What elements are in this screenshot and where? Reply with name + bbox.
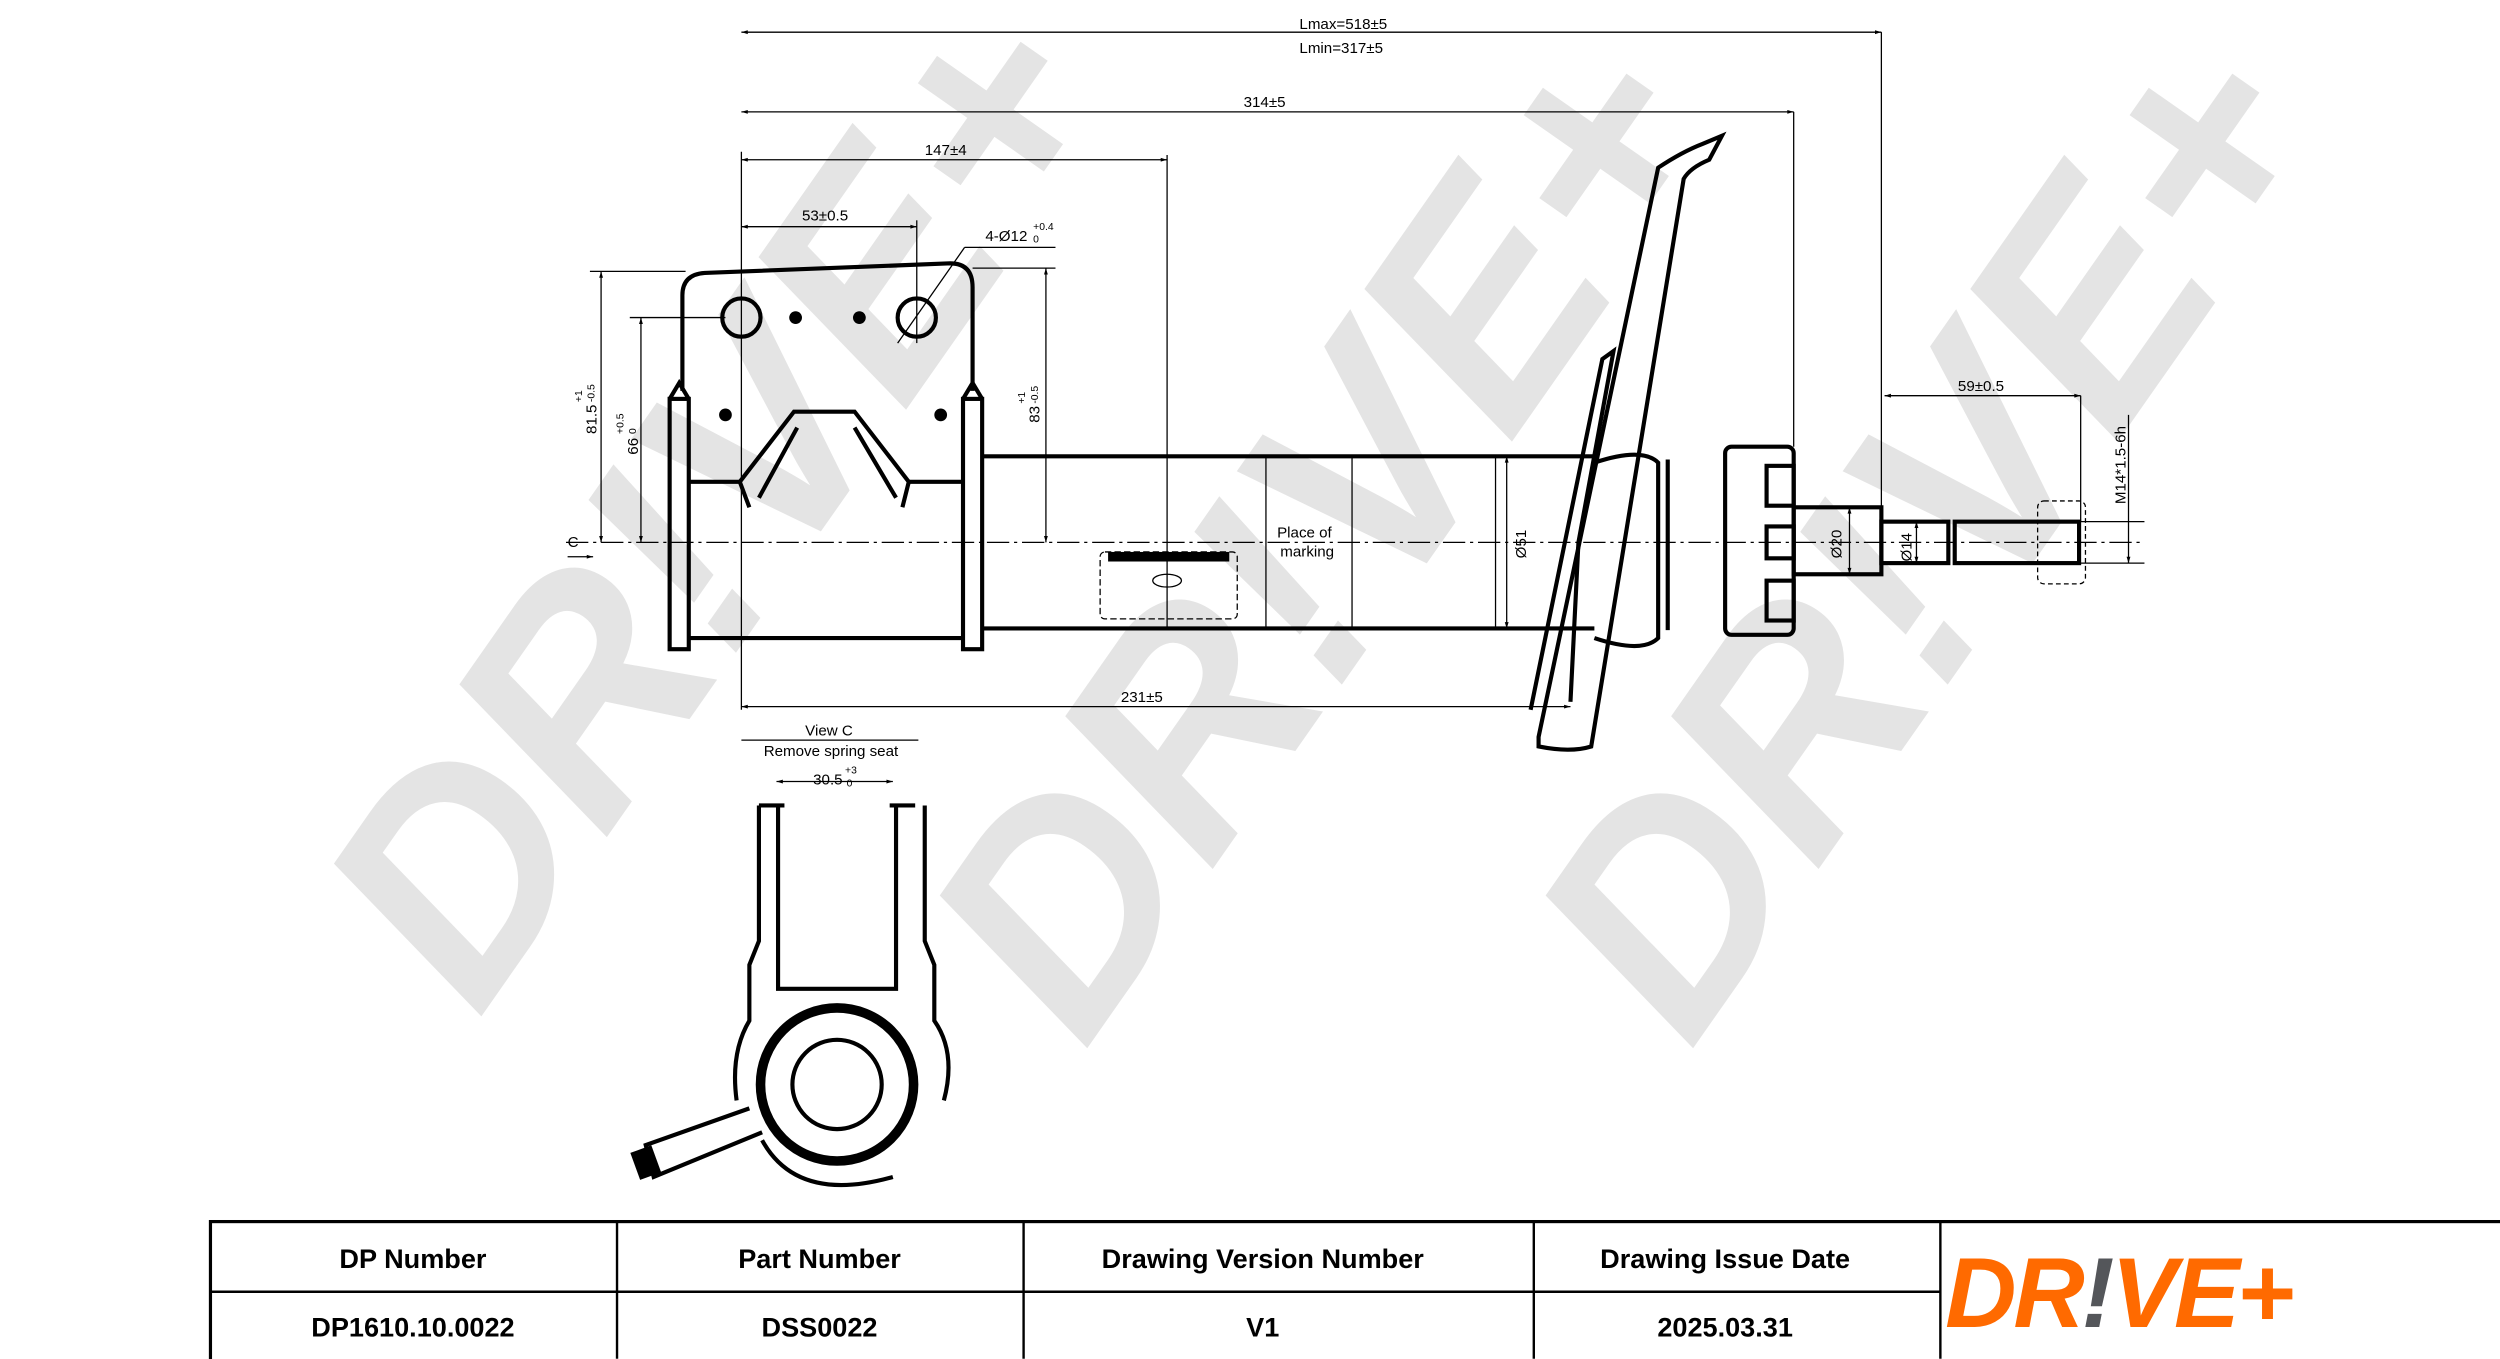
svg-text:View C: View C bbox=[805, 722, 853, 739]
svg-text:M14*1.5-6h: M14*1.5-6h bbox=[2112, 426, 2129, 504]
svg-text:Ø20: Ø20 bbox=[1829, 530, 1846, 559]
svg-text:Remove spring seat: Remove spring seat bbox=[764, 743, 899, 760]
svg-text:-0.5: -0.5 bbox=[587, 384, 598, 402]
svg-text:4-Ø12: 4-Ø12 bbox=[985, 228, 1027, 245]
svg-text:0: 0 bbox=[1033, 235, 1039, 246]
svg-text:Lmin=317±5: Lmin=317±5 bbox=[1299, 40, 1383, 57]
svg-text:+1: +1 bbox=[1017, 392, 1028, 404]
damper-body bbox=[982, 154, 1595, 631]
title-block: DP Number Part Number Drawing Version Nu… bbox=[208, 1219, 2500, 1359]
svg-text:-0.5: -0.5 bbox=[1030, 386, 1041, 404]
svg-text:0: 0 bbox=[628, 428, 639, 434]
mounting-bracket bbox=[667, 151, 985, 710]
marking-note: marking bbox=[1280, 544, 1334, 561]
svg-text:30.5: 30.5 bbox=[813, 772, 842, 789]
marking-note: Place of bbox=[1277, 525, 1332, 542]
dimensions: Lmax=518±5 Lmin=317±5 314±5 147±4 53±0.5… bbox=[574, 16, 2129, 709]
issue-date-value: 2025.03.31 bbox=[1657, 1311, 1793, 1342]
svg-text:DR!VE+: DR!VE+ bbox=[1945, 1238, 2293, 1348]
version-value: V1 bbox=[1246, 1311, 1279, 1342]
piston-rod bbox=[1723, 32, 2145, 637]
svg-text:+0.4: +0.4 bbox=[1033, 222, 1054, 233]
svg-text:147±4: 147±4 bbox=[925, 142, 967, 159]
header-issue-date: Drawing Issue Date bbox=[1600, 1243, 1850, 1274]
header-part-number: Part Number bbox=[738, 1243, 901, 1274]
svg-text:Ø51: Ø51 bbox=[1513, 530, 1530, 559]
header-dp-number: DP Number bbox=[339, 1243, 487, 1274]
svg-text:+3: +3 bbox=[845, 766, 857, 777]
svg-text:231±5: 231±5 bbox=[1121, 689, 1163, 706]
drive-logo: DR!VE+ bbox=[1945, 1238, 2296, 1348]
svg-text:66: 66 bbox=[625, 438, 642, 455]
svg-text:0: 0 bbox=[847, 778, 853, 789]
svg-text:Lmax=518±5: Lmax=518±5 bbox=[1299, 16, 1387, 33]
svg-text:Ø14: Ø14 bbox=[1899, 533, 1916, 562]
svg-text:83: 83 bbox=[1027, 406, 1044, 423]
spring-seat bbox=[1528, 131, 1727, 752]
view-c: View C Remove spring seat 30.5 +3 0 bbox=[630, 722, 951, 1188]
section-mark: C bbox=[568, 534, 579, 551]
svg-text:59±0.5: 59±0.5 bbox=[1958, 378, 2004, 395]
svg-text:81.5: 81.5 bbox=[583, 405, 600, 434]
dp-number-value: DP1610.10.0022 bbox=[311, 1311, 514, 1342]
svg-text:+0.5: +0.5 bbox=[615, 413, 626, 434]
header-drawing-version: Drawing Version Number bbox=[1102, 1243, 1425, 1274]
part-number-value: DSS0022 bbox=[762, 1311, 878, 1342]
svg-text:314±5: 314±5 bbox=[1244, 94, 1286, 111]
svg-text:+1: +1 bbox=[574, 390, 585, 402]
svg-text:53±0.5: 53±0.5 bbox=[802, 207, 848, 224]
